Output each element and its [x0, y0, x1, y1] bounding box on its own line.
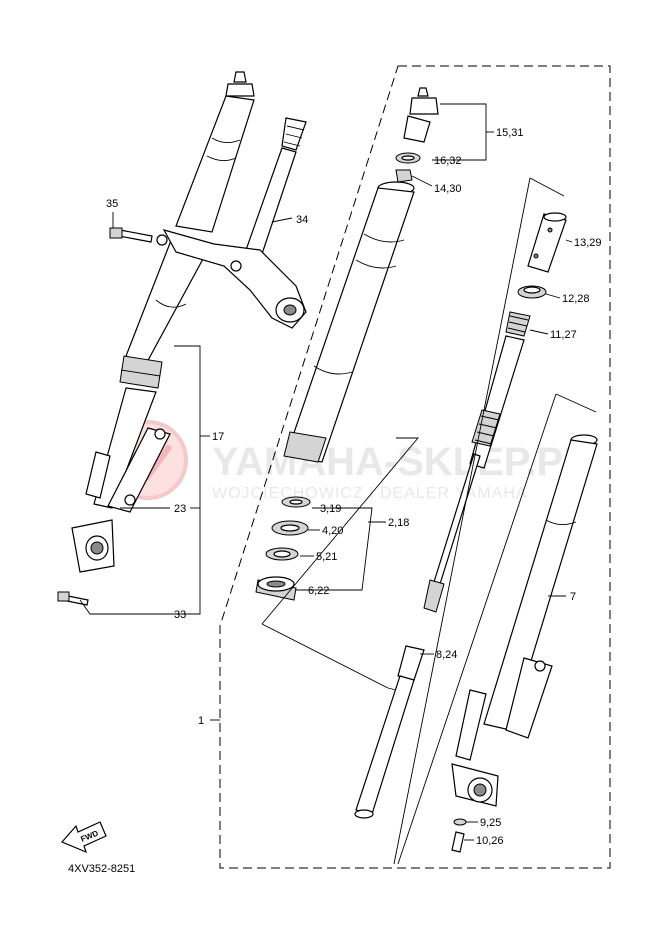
bolt-10 [451, 831, 465, 853]
outer-tube-7 [451, 434, 598, 807]
callout-16-32: 16,32 [434, 155, 462, 167]
callout-3-19: 3,19 [320, 503, 341, 515]
under-bracket [156, 117, 307, 329]
inner-tube [283, 181, 415, 463]
callout-12-28: 12,28 [562, 293, 590, 305]
callout-35: 35 [106, 198, 118, 210]
callout-34: 34 [296, 214, 308, 226]
spacer-13 [527, 212, 567, 273]
seal-stack [255, 496, 311, 601]
assembled-fork-left [71, 71, 255, 573]
axle-pinch-bolt-33 [57, 591, 89, 606]
callout-7: 7 [570, 591, 576, 603]
callout-17: 17 [212, 431, 224, 443]
cap-bolt-assembly [395, 87, 439, 183]
watermark-subtitle: WOJCIECHOWICZ I DEALER YAMAHA [212, 485, 528, 502]
assembly-boundary [219, 65, 611, 869]
callout-15-31: 15,31 [496, 127, 524, 139]
leader-lines [79, 103, 597, 865]
callout-5-21: 5,21 [316, 551, 337, 563]
diagram-code: 4XV352-8251 [68, 863, 135, 875]
watermark: YAMAHA-SKLEP.PL WOJCIECHOWICZ I DEALER Y… [108, 420, 588, 502]
callout-1: 1 [198, 715, 204, 727]
pinch-bolt-35 [109, 227, 153, 243]
nut-14 [395, 169, 413, 183]
callout-23: 23 [174, 503, 186, 515]
callout-9-25: 9,25 [480, 817, 501, 829]
callout-6-22: 6,22 [308, 585, 329, 597]
callout-13-29: 13,29 [574, 237, 602, 249]
callout-11-27: 11,27 [550, 329, 577, 341]
callout-14-30: 14,30 [434, 183, 462, 195]
drain-bolt [451, 818, 467, 853]
watermark-title: YAMAHA-SKLEP.PL [212, 440, 588, 484]
damper-rod-8 [354, 453, 481, 819]
callout-2-18: 2,18 [388, 517, 409, 529]
callout-4-20: 4,20 [322, 525, 343, 537]
fwd-arrow-icon: FWD [60, 821, 107, 854]
callout-8-24: 8,24 [436, 649, 457, 661]
gasket-9 [453, 818, 467, 826]
callout-33: 33 [174, 609, 186, 621]
spring-seat-12 [517, 285, 547, 299]
callout-10-26: 10,26 [476, 835, 504, 847]
callout-labels: 35 34 17 23 33 1 15,31 16,32 14,30 13,29… [106, 127, 602, 847]
